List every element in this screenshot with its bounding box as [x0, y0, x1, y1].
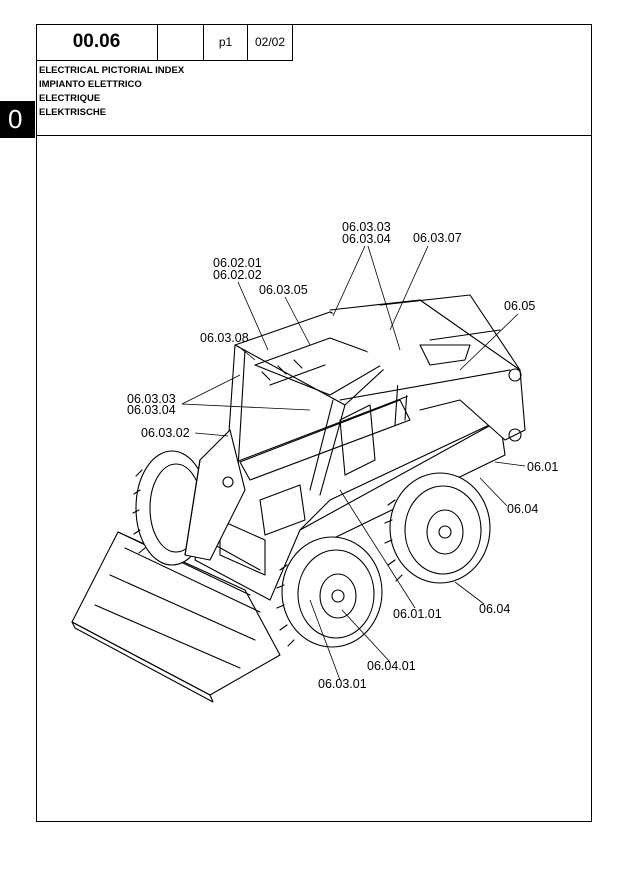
callout-06-04-lower: 06.04 [479, 602, 511, 616]
section-tab: 0 [0, 101, 35, 138]
page-frame [36, 24, 592, 822]
skid-steer-drawing [71, 245, 526, 703]
callout-06-03-01: 06.03.01 [318, 677, 367, 691]
front-right-tire [276, 536, 383, 648]
callout-06-03-04-left: 06.03.04 [127, 403, 176, 417]
callout-06-03-02: 06.03.02 [141, 426, 190, 440]
callout-06-04-right: 06.04 [507, 502, 539, 516]
section-code: 00.06 [36, 24, 158, 61]
callout-06-03-07: 06.03.07 [413, 231, 462, 245]
callout-06-03-08: 06.03.08 [200, 331, 249, 345]
callout-06-02-02: 06.02.02 [213, 268, 262, 282]
callout-06-04-01: 06.04.01 [367, 659, 416, 673]
callout-06-05: 06.05 [504, 299, 536, 313]
title-en: ELECTRICAL PICTORIAL INDEX [39, 65, 185, 76]
callout-06-03-04-top: 06.03.04 [342, 232, 391, 246]
callout-06-03-03-left: 06.03.03 [127, 392, 176, 406]
title-de: ELEKTRISCHE [39, 107, 107, 118]
leader-lines [181, 245, 526, 681]
rear-right-tire [384, 472, 491, 584]
callout-06-01: 06.01 [527, 460, 559, 474]
title-it: IMPIANTO ELETTRICO [39, 79, 142, 90]
bucket [71, 531, 281, 703]
callout-06-03-03-top: 06.03.03 [342, 220, 391, 234]
header-row: 00.06 p1 02/02 [36, 24, 293, 61]
title-block: ELECTRICAL PICTORIAL INDEX IMPIANTO ELET… [36, 61, 592, 136]
callout-06-01-01: 06.01.01 [393, 607, 442, 621]
page-number: p1 [204, 24, 248, 61]
title-fr: ELECTRIQUE [39, 93, 101, 104]
callout-06-02-01: 06.02.01 [213, 256, 262, 270]
lift-arms [184, 294, 526, 561]
callout-06-03-05: 06.03.05 [259, 283, 308, 297]
revision-date: 02/02 [248, 24, 293, 61]
blank-cell [158, 24, 204, 61]
